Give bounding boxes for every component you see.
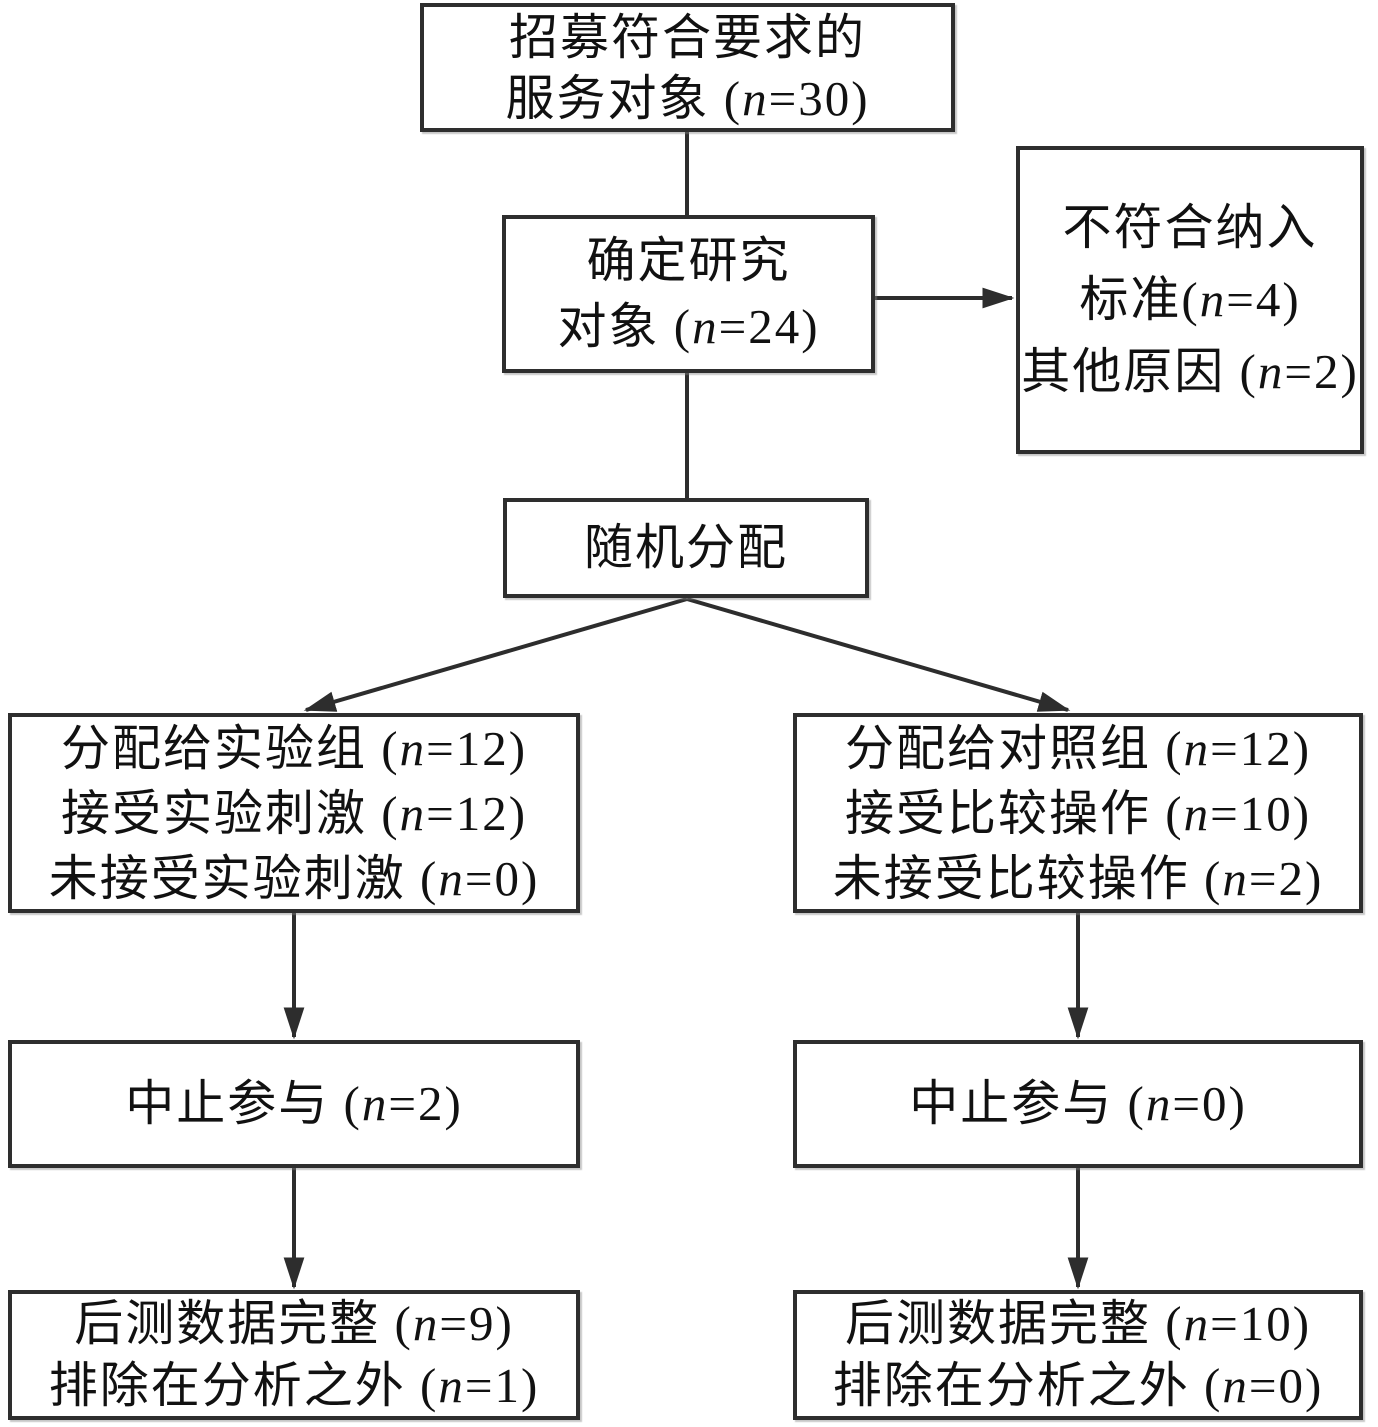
text-line: 后测数据完整 (n=9) xyxy=(74,1296,514,1351)
box-allocation-control: 分配给对照组 (n=12) 接受比较操作 (n=10) 未接受比较操作 (n=2… xyxy=(793,713,1363,913)
box-randomized: 随机分配 xyxy=(503,498,869,598)
box-confirmed: 确定研究 对象 (n=24) xyxy=(502,215,875,373)
text-line: 接受实验刺激 (n=12) xyxy=(60,785,528,841)
text-line: 中止参与 (n=0) xyxy=(909,1076,1247,1131)
box-excluded: 不符合纳入 标准(n=4) 其他原因 (n=2) xyxy=(1016,146,1364,454)
text-line: 服务对象 (n=30) xyxy=(505,70,870,126)
text-line: 确定研究 xyxy=(586,233,791,288)
box-recruited: 招募符合要求的 服务对象 (n=30) xyxy=(420,3,955,132)
text-line: 接受比较操作 (n=10) xyxy=(844,785,1312,841)
text-line: 排除在分析之外 (n=0) xyxy=(832,1358,1324,1413)
connector-randomized-to-experimental xyxy=(303,597,688,712)
box-discontinued-experimental: 中止参与 (n=2) xyxy=(8,1040,580,1168)
text-line: 随机分配 xyxy=(583,520,788,575)
box-analysis-experimental: 后测数据完整 (n=9) 排除在分析之外 (n=1) xyxy=(8,1290,580,1420)
text-line: 未接受实验刺激 (n=0) xyxy=(48,850,540,906)
text-line: 对象 (n=24) xyxy=(557,299,820,354)
text-line: 分配给实验组 (n=12) xyxy=(60,720,528,776)
text-line: 分配给对照组 (n=12) xyxy=(844,720,1312,776)
text-line: 中止参与 (n=2) xyxy=(125,1076,463,1131)
text-line: 标准(n=4) xyxy=(1079,272,1301,327)
connector-randomized-to-control xyxy=(686,597,1071,712)
text-line: 招募符合要求的 xyxy=(508,9,866,65)
text-line: 未接受比较操作 (n=2) xyxy=(832,850,1324,906)
text-line: 后测数据完整 (n=10) xyxy=(844,1296,1312,1351)
box-allocation-experimental: 分配给实验组 (n=12) 接受实验刺激 (n=12) 未接受实验刺激 (n=0… xyxy=(8,713,580,913)
text-line: 排除在分析之外 (n=1) xyxy=(48,1358,540,1413)
text-line: 不符合纳入 xyxy=(1062,200,1318,255)
box-discontinued-control: 中止参与 (n=0) xyxy=(793,1040,1363,1168)
box-analysis-control: 后测数据完整 (n=10) 排除在分析之外 (n=0) xyxy=(793,1290,1363,1420)
text-line: 其他原因 (n=2) xyxy=(1021,344,1359,399)
